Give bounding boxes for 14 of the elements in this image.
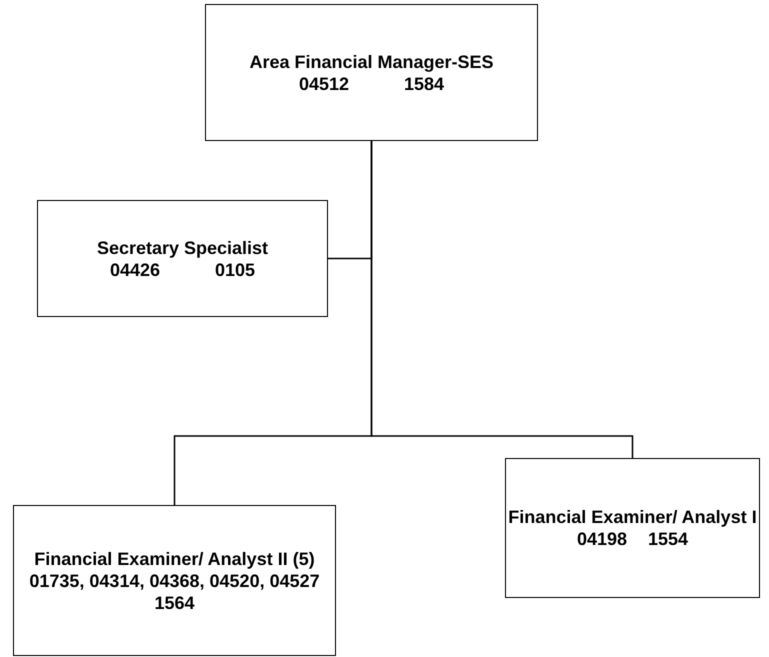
- connector-line: [370, 141, 634, 458]
- position-title: Financial Examiner/ Analyst II (5): [34, 548, 315, 570]
- position-box: [13, 505, 336, 656]
- position-code: 04426 0105: [110, 258, 256, 280]
- position-code: 01735, 04314, 04368, 04520, 04527: [29, 570, 320, 592]
- position-code: 04512 1584: [298, 72, 444, 94]
- position-code: 04198 1554: [576, 528, 688, 550]
- position-title: Financial Examiner/ Analyst I: [508, 506, 757, 528]
- position-title: Secretary Specialist: [96, 236, 268, 258]
- position-box: [205, 4, 538, 141]
- position-title: Area Financial Manager-SES: [249, 50, 494, 72]
- position-box: [505, 458, 760, 598]
- position-code: 1564: [154, 592, 195, 614]
- position-box: [37, 200, 328, 317]
